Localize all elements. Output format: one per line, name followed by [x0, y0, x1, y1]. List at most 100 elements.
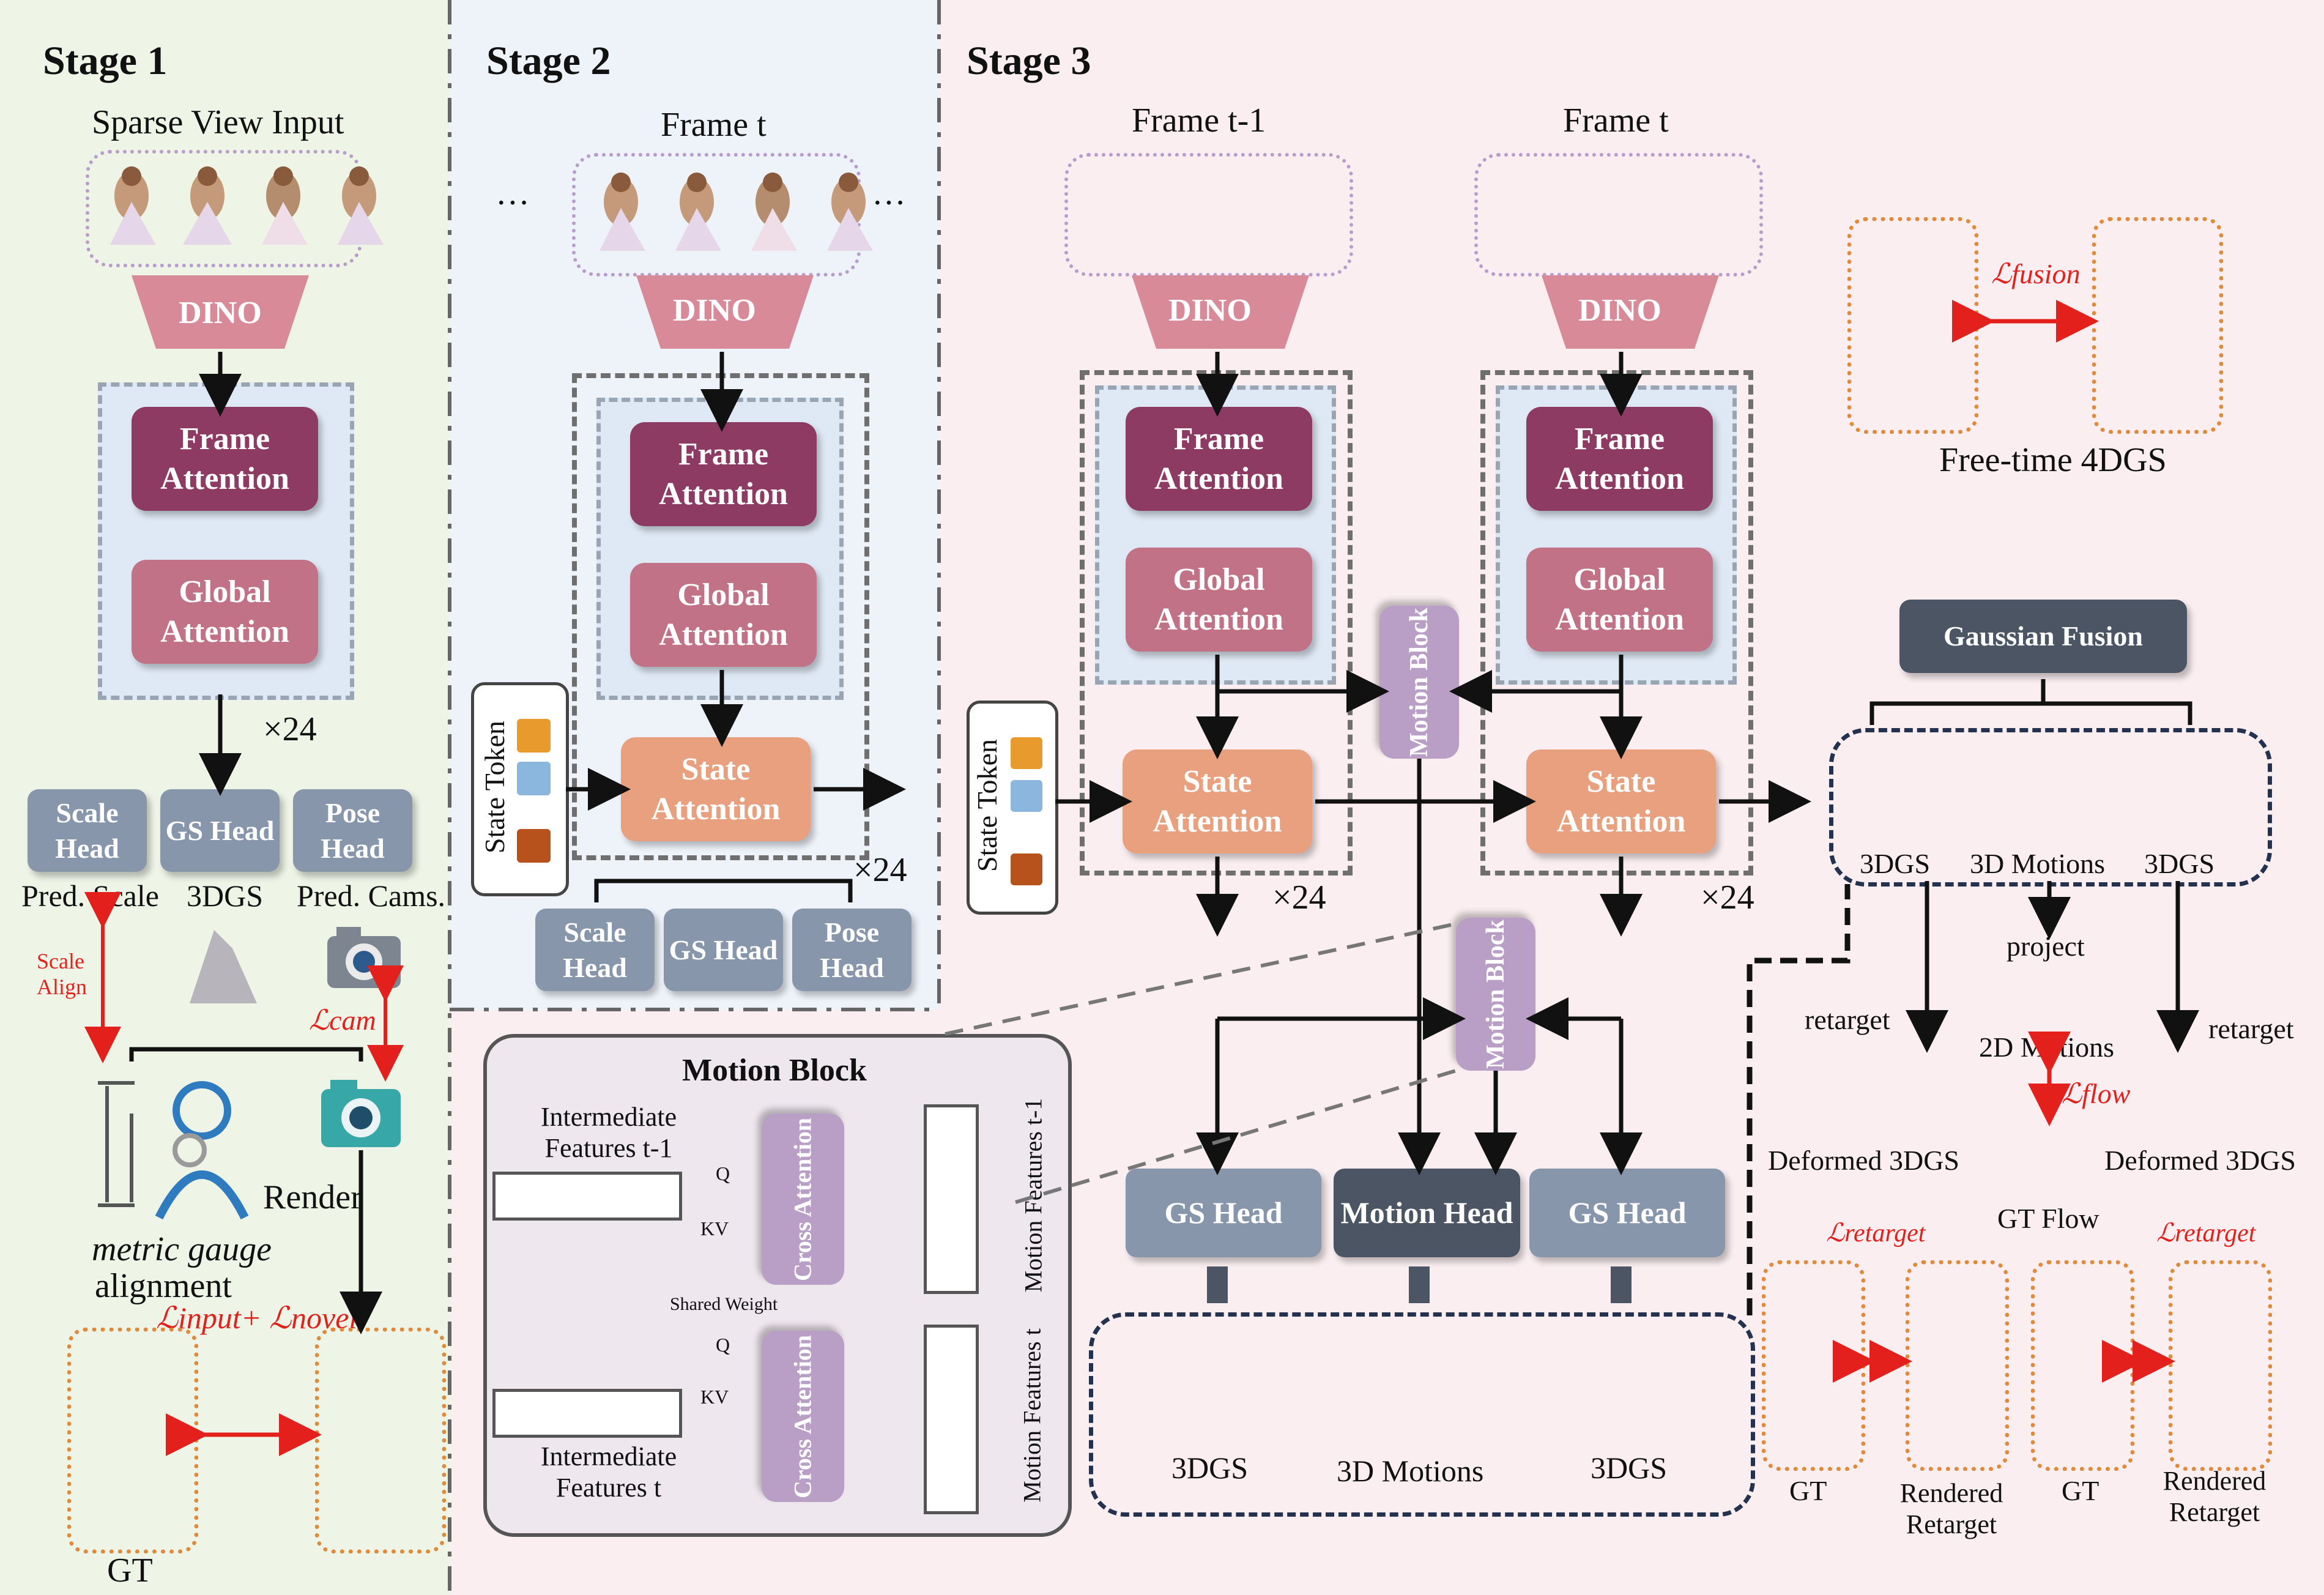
stage1-render: Render: [263, 1178, 362, 1216]
retarget-render-box-left: [1906, 1260, 2009, 1471]
stage3-frame-attention-tm1: Frame Attention: [1126, 407, 1312, 511]
stage3-gs-head-t: GS Head: [1529, 1169, 1725, 1257]
token-orange: [517, 719, 551, 753]
stage1-alignment: alignment: [95, 1267, 232, 1305]
stage2-ellipsis-left: ···: [496, 184, 530, 222]
stage3-gs-head-tm1: GS Head: [1126, 1169, 1321, 1257]
stage1-gs-out: 3DGS: [187, 879, 264, 913]
stage3-dino-tm1-label: DINO: [1168, 293, 1252, 328]
gt-flow: GT Flow: [1997, 1203, 2099, 1234]
stage1-gs-head: GS Head: [160, 789, 280, 872]
stage1-input-thumbs: [98, 159, 393, 251]
retarget-gt-box-left: [1762, 1260, 1865, 1471]
stage1-gt: GT: [107, 1552, 153, 1589]
stage3-global-attention-tm1: Global Attention: [1126, 548, 1312, 652]
stage2-state-token-label: State Token: [478, 721, 510, 853]
stage3-state-token-label: State Token: [971, 739, 1003, 872]
stage3-dino-t: [1542, 275, 1719, 349]
token-blue: [517, 762, 551, 795]
retarget-rendered-left: Rendered Retarget: [1899, 1478, 2003, 1539]
stage3-frame-attention-t: Frame Attention: [1526, 407, 1713, 511]
stage2-gs-head: GS Head: [664, 909, 783, 991]
stage3-frame-t: Frame t: [1563, 102, 1669, 139]
free-time-4dgs: Free-time 4DGS: [1939, 441, 2167, 479]
input-image: [600, 173, 645, 251]
retarget-left: retarget: [1805, 1004, 1890, 1035]
right-output-gs-right: 3DGS: [2144, 848, 2215, 879]
stage2-ellipsis-right: ···: [872, 184, 906, 222]
deformed-left: Deformed 3DGS: [1768, 1145, 1959, 1176]
stage2-frame-attention: Frame Attention: [630, 422, 817, 526]
camera-icon: [327, 927, 401, 988]
shared-weight: Shared Weight: [670, 1294, 778, 1314]
stage2-title: Stage 2: [486, 39, 611, 83]
cross-attention-top: Cross Attention: [762, 1114, 844, 1285]
stage2-input-thumbs: [587, 165, 882, 257]
inter-features-tm1: Intermediate Features t-1: [540, 1102, 677, 1163]
cross-attention-bottom: Cross Attention: [762, 1331, 844, 1502]
stage3-repeat-tm1: ×24: [1272, 879, 1326, 916]
fusion-right-box: [2092, 217, 2223, 434]
stage2-state-attention: State Attention: [621, 737, 811, 841]
inter-features-t: Intermediate Features t: [540, 1441, 677, 1503]
motion-block-title: Motion Block: [682, 1053, 867, 1088]
person-icon: [98, 1081, 249, 1220]
stage1-frame-attention: Frame Attention: [132, 407, 318, 511]
motion-features-t-stack: [924, 1325, 979, 1514]
retarget-rendered-right: Rendered Retarget: [2163, 1466, 2266, 1527]
stage1-loss-input-novel: ℒinput+ ℒnovel: [156, 1301, 358, 1335]
retarget-render-box-right: [2169, 1260, 2272, 1471]
kv-top: KV: [700, 1218, 729, 1240]
stage3-motion-block-top: Motion Block: [1379, 606, 1459, 759]
stage1-render-box: [315, 1328, 446, 1553]
stage3-input-tm1: [1064, 153, 1353, 277]
feature-bar-t: [492, 1389, 682, 1438]
stage2-frame-label: Frame t: [661, 106, 767, 144]
stage1-pose-head: Pose Head: [293, 789, 412, 872]
feature-bar-tm1: [492, 1172, 682, 1221]
stage2-dino-label: DINO: [673, 293, 756, 328]
retarget-gt-box-right: [2031, 1260, 2134, 1471]
project-label: project: [2007, 931, 2085, 962]
stage3-global-attention-t: Global Attention: [1526, 548, 1713, 652]
deformed-right: Deformed 3DGS: [2104, 1145, 2296, 1176]
stage2-scale-head: Scale Head: [535, 909, 655, 991]
stage1-metric-gauge: metric gauge: [92, 1230, 272, 1268]
input-image: [338, 166, 384, 245]
stage3-repeat-t: ×24: [1701, 879, 1754, 916]
stage2-dino: [636, 275, 814, 349]
motion-features-tm1-stack: [924, 1104, 979, 1294]
stage1-pred-scale: Pred. Scale: [21, 879, 159, 913]
token-blue: [1011, 780, 1042, 812]
retarget-gt-right: GT: [2062, 1475, 2099, 1506]
input-image: [262, 166, 308, 245]
stage3-state-attention-t: State Attention: [1526, 749, 1716, 853]
stage1-input-label: Sparse View Input: [92, 103, 344, 141]
stage1-repeat: ×24: [263, 710, 317, 748]
token-orange: [1011, 737, 1042, 769]
token-brown: [1011, 853, 1042, 885]
stage1-global-attention: Global Attention: [132, 560, 318, 664]
gaussian-cloud-icon: [190, 930, 257, 1003]
right-output-motions: 3D Motions: [1970, 848, 2106, 879]
right-output-gs-left: 3DGS: [1860, 848, 1931, 879]
stage1-loss-cam: ℒcam: [309, 1005, 376, 1036]
input-image: [751, 173, 797, 251]
motions-2d: 2D Motions: [1979, 1032, 2115, 1063]
stage2-global-attention: Global Attention: [630, 563, 817, 667]
stage1-scale-align: Scale Align: [37, 949, 87, 999]
stage3-output-motions: 3D Motions: [1337, 1454, 1484, 1488]
motion-features-tm1: Motion Features t-1: [1019, 1098, 1047, 1293]
q-top: Q: [716, 1162, 730, 1184]
input-image: [183, 166, 232, 245]
stage3-motion-block-bottom: Motion Block: [1456, 918, 1535, 1071]
render-camera-icon: [321, 1080, 401, 1147]
stage3-title: Stage 3: [967, 39, 1091, 83]
loss-fusion: ℒfusion: [1991, 258, 2081, 289]
loss-retarget-left: ℒretarget: [1826, 1219, 1926, 1247]
loss-retarget-right: ℒretarget: [2156, 1219, 2256, 1247]
q-bottom: Q: [716, 1334, 730, 1356]
input-image: [110, 166, 156, 245]
stage3-output-gs-tm1: 3DGS: [1171, 1451, 1249, 1485]
